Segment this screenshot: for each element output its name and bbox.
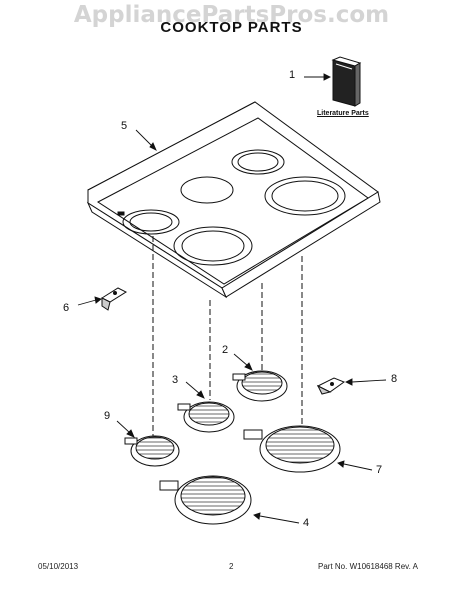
bracket-left xyxy=(100,287,128,311)
callout-1: 1 xyxy=(289,69,296,81)
footer-page-number: 2 xyxy=(229,562,234,571)
watermark: AppliancePartsPros.com xyxy=(73,2,390,28)
glass-burner-rear-right xyxy=(231,149,285,175)
footer-part-number: Part No. W10618468 Rev. A xyxy=(318,562,418,571)
glass-burner-left xyxy=(122,209,180,235)
burner-element-4 xyxy=(159,475,252,525)
callout-4: 4 xyxy=(303,517,310,529)
diagram-title: COOKTOP PARTS xyxy=(160,19,303,36)
glass-burner-center xyxy=(180,176,234,204)
callout-6: 6 xyxy=(63,302,70,314)
burner-element-7 xyxy=(243,425,341,473)
footer-date: 05/10/2013 xyxy=(38,562,79,571)
cooktop-glass xyxy=(86,101,381,299)
burner-element-2 xyxy=(232,370,288,402)
callout-8: 8 xyxy=(391,373,398,385)
burner-element-9 xyxy=(124,435,180,467)
literature-booklet xyxy=(331,56,362,107)
leader-lines xyxy=(77,73,387,524)
callout-5: 5 xyxy=(121,120,128,132)
callout-3: 3 xyxy=(172,374,179,386)
glass-burner-right-large xyxy=(264,176,346,216)
literature-parts-label: Literature Parts xyxy=(317,110,369,117)
glass-burner-front xyxy=(173,226,253,266)
callout-2: 2 xyxy=(222,344,229,356)
callout-7: 7 xyxy=(376,464,383,476)
clip-right xyxy=(316,377,346,395)
alignment-lines xyxy=(152,236,303,440)
burner-element-3 xyxy=(177,401,235,433)
callout-9: 9 xyxy=(104,410,111,422)
